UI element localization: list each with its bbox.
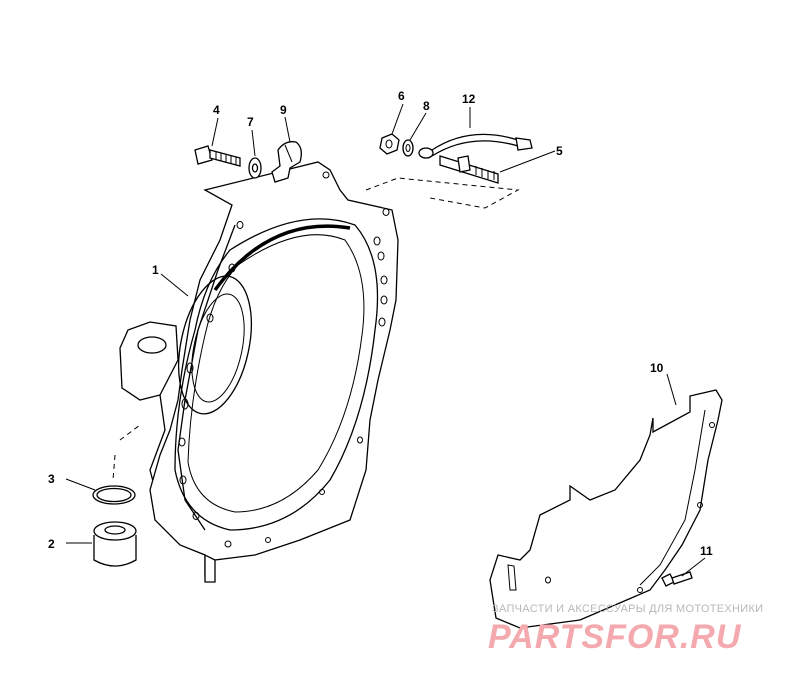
bushing	[93, 521, 137, 567]
washer-8	[402, 139, 414, 157]
callout-4: 4	[213, 103, 220, 117]
bolt-4	[194, 145, 241, 167]
washer-7	[248, 157, 262, 179]
leader-lines	[65, 103, 706, 577]
callout-7: 7	[247, 115, 254, 129]
callout-10: 10	[650, 361, 664, 375]
callout-5: 5	[556, 144, 563, 158]
callout-3: 3	[48, 472, 55, 486]
ground-strap-12	[418, 133, 533, 159]
flywheel-housing	[119, 161, 399, 583]
nut-6	[379, 133, 400, 155]
callout-labels: 1 2 3 4 5 6 7 8 9 10 11 12	[48, 89, 713, 558]
watermark-brand: PARTSFOR.RU	[488, 618, 742, 656]
callout-6: 6	[398, 89, 405, 103]
callout-2: 2	[48, 537, 55, 551]
clip-9	[271, 141, 302, 183]
flange-bolt-holes	[178, 171, 390, 548]
callout-11: 11	[700, 544, 713, 558]
callout-1: 1	[152, 263, 159, 277]
callout-9: 9	[280, 103, 287, 117]
cover-plate-10	[489, 389, 723, 629]
watermark-tagline: ЗАПЧАСТИ И АКСЕССУАРЫ ДЛЯ МОТОТЕХНИКИ	[492, 603, 763, 615]
o-ring	[92, 485, 136, 505]
callout-12: 12	[462, 92, 476, 106]
callout-8: 8	[423, 99, 430, 113]
bolt-11	[661, 571, 693, 587]
watermark: ЗАПЧАСТИ И АКСЕССУАРЫ ДЛЯ МОТОТЕХНИКИ PA…	[488, 603, 763, 656]
stud-5	[439, 155, 499, 184]
